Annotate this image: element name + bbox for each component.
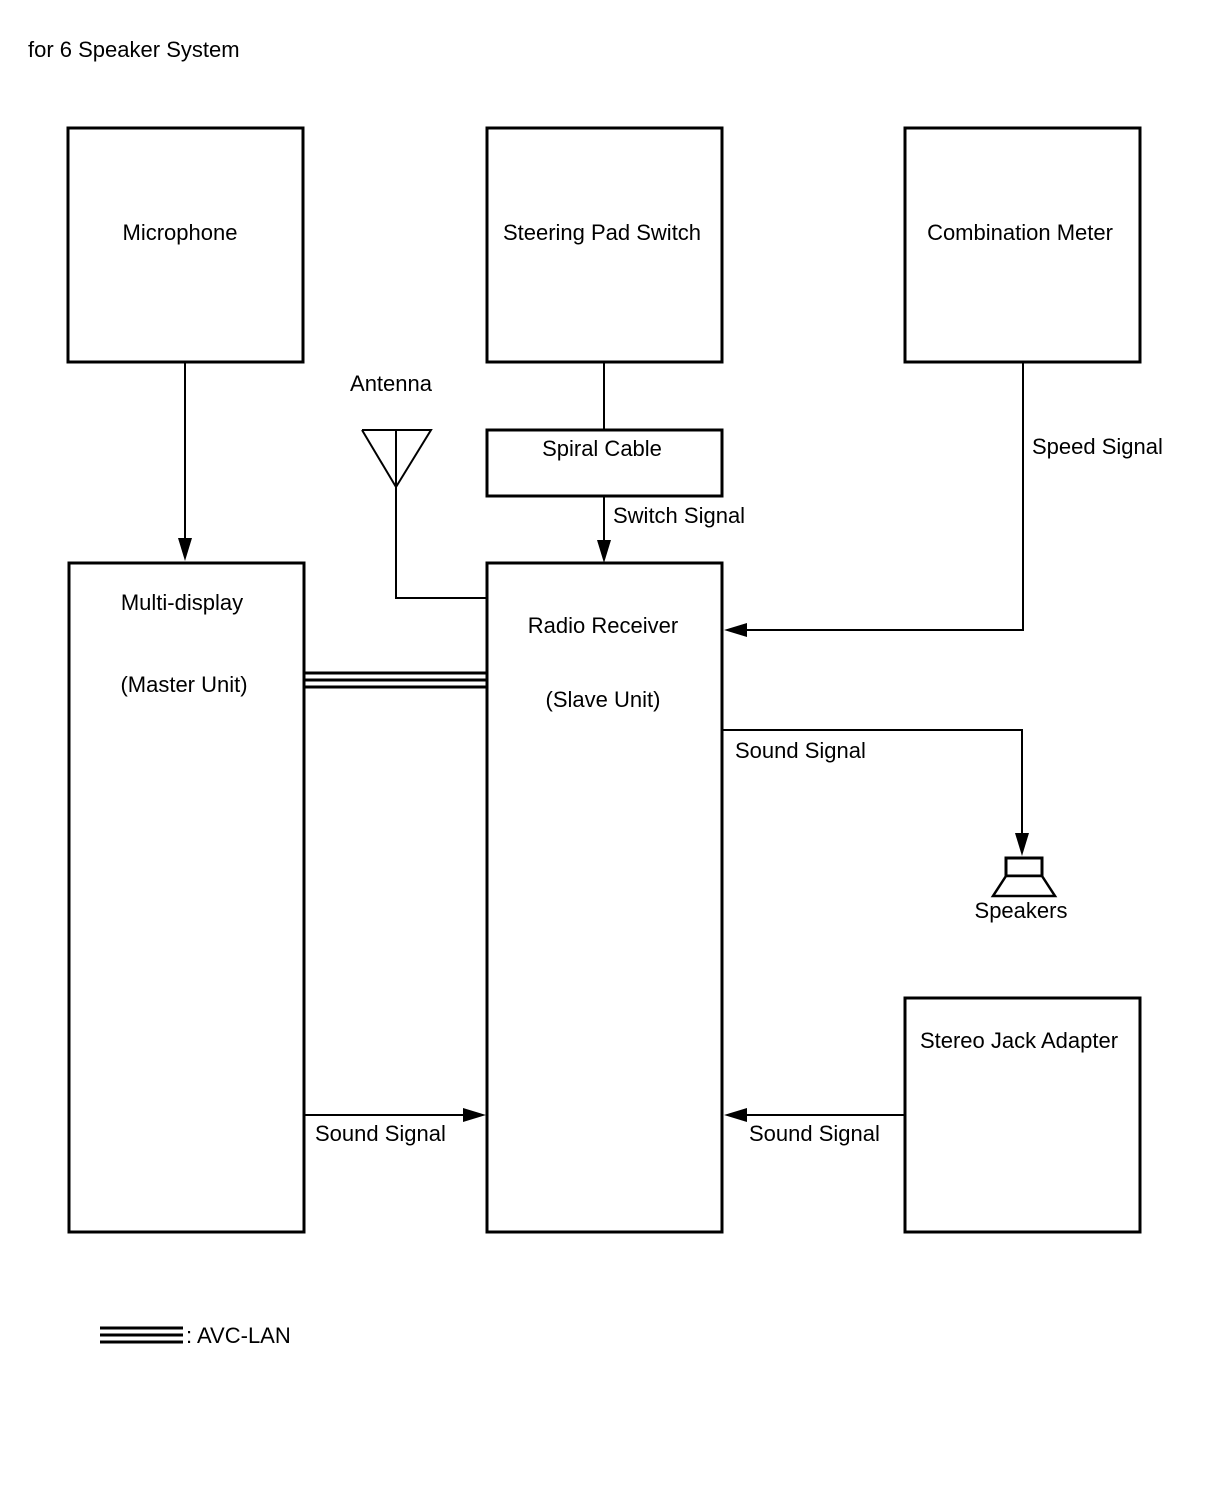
radio-receiver-label: Radio Receiver (528, 613, 678, 638)
sound-signal-stereo-jack-connection: Sound Signal (724, 1108, 905, 1146)
sound-signal-stereo-jack-arrowhead (724, 1108, 747, 1122)
sound-signal-stereo-jack-label: Sound Signal (749, 1121, 880, 1146)
steering-pad-switch-box (485, 126, 724, 364)
avc-lan-legend-symbol (100, 1326, 183, 1344)
sound-signal-multi-display-label: Sound Signal (315, 1121, 446, 1146)
stereo-jack-adapter-block: Stereo Jack Adapter (903, 996, 1142, 1234)
legend: : AVC-LAN (100, 1323, 291, 1348)
speed-signal-line (745, 362, 1024, 631)
spiral-cable-block: Spiral Cable (485, 362, 724, 498)
multi-display-block: Multi-display (Master Unit) (67, 561, 306, 1234)
diagram-title: for 6 Speaker System (28, 37, 240, 62)
speaker-icon (990, 856, 1058, 898)
antenna-label: Antenna (350, 371, 433, 396)
sound-signal-speakers-line (722, 729, 1023, 835)
switch-signal-arrowhead (597, 540, 611, 563)
speed-signal-label: Speed Signal (1032, 434, 1163, 459)
avc-lan-bus (304, 671, 487, 689)
sound-signal-speakers-connection: Sound Signal (722, 729, 1029, 856)
radio-receiver-block: Radio Receiver (Slave Unit) (485, 561, 724, 1234)
speed-signal-arrowhead (724, 623, 747, 637)
multi-display-label: Multi-display (121, 590, 243, 615)
switch-signal-connection: Switch Signal (597, 496, 745, 563)
spiral-cable-label: Spiral Cable (542, 436, 662, 461)
antenna-block: Antenna (350, 371, 487, 599)
radio-receiver-box (485, 561, 724, 1234)
avc-lan-legend-label: : AVC-LAN (186, 1323, 291, 1348)
stereo-jack-adapter-label: Stereo Jack Adapter (920, 1028, 1118, 1053)
switch-signal-label: Switch Signal (613, 503, 745, 528)
sound-signal-multi-display-connection: Sound Signal (304, 1108, 486, 1146)
antenna-icon (361, 429, 433, 489)
stereo-jack-adapter-box (903, 996, 1142, 1234)
multi-display-role-label: (Master Unit) (120, 672, 247, 697)
multi-display-box (67, 561, 306, 1234)
speed-signal-connection: Speed Signal (724, 362, 1163, 637)
sound-signal-speakers-label: Sound Signal (735, 738, 866, 763)
radio-receiver-role-label: (Slave Unit) (546, 687, 661, 712)
microphone-label: Microphone (123, 220, 238, 245)
steering-pad-switch-label: Steering Pad Switch (503, 220, 701, 245)
sound-signal-multi-display-arrowhead (463, 1108, 486, 1122)
combination-meter-box (903, 126, 1142, 364)
sound-signal-speakers-arrowhead (1015, 833, 1029, 856)
steering-pad-switch-block: Steering Pad Switch (485, 126, 724, 364)
microphone-box (66, 126, 305, 364)
speakers-label: Speakers (975, 898, 1068, 923)
microphone-block: Microphone (66, 126, 305, 364)
combination-meter-label: Combination Meter (927, 220, 1113, 245)
microphone-connection (178, 362, 192, 561)
combination-meter-block: Combination Meter (903, 126, 1142, 364)
antenna-to-radio-line (395, 487, 487, 599)
microphone-arrowhead (178, 538, 192, 561)
